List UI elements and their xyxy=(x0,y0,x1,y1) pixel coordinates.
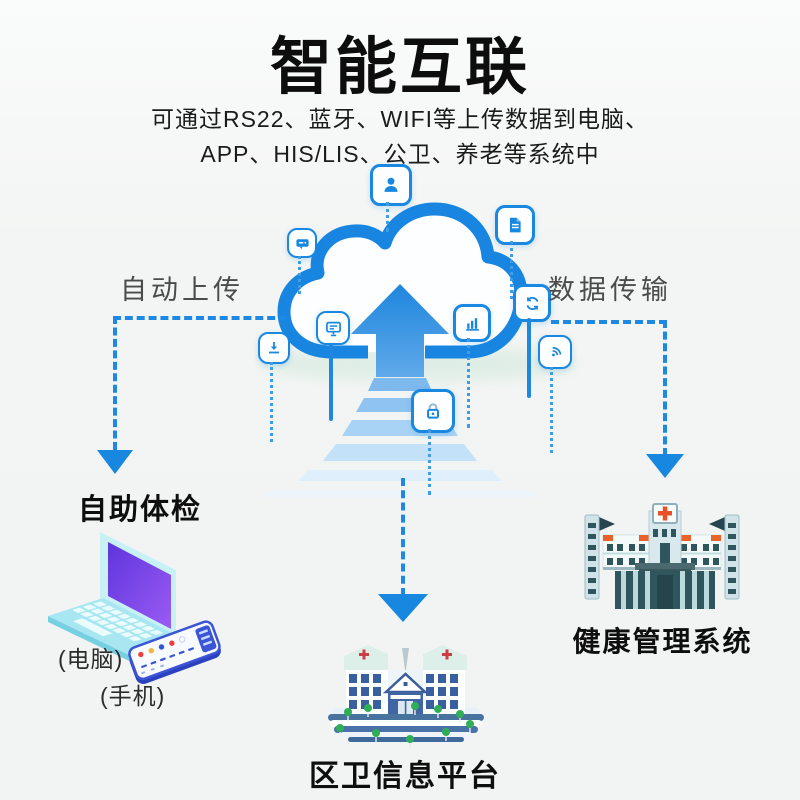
right-branch-line-v xyxy=(663,320,667,456)
district-platform-building xyxy=(328,645,484,748)
health-system-building xyxy=(584,503,740,609)
left-branch-label: 自动上传 xyxy=(120,275,244,305)
connector-bar-chart xyxy=(467,338,470,428)
wifi-signal-icon xyxy=(538,335,572,369)
computer-label: (电脑) xyxy=(58,646,124,672)
right-branch-label: 数据传输 xyxy=(548,275,672,305)
center-branch-line-v xyxy=(401,478,405,596)
right-branch-line-h xyxy=(551,320,667,324)
connector-user xyxy=(386,202,389,232)
endpoint-district-platform-title: 区卫信息平台 xyxy=(309,760,501,793)
left-branch-line-h xyxy=(113,316,287,320)
connector-sync xyxy=(527,318,531,398)
chat-message-icon xyxy=(287,228,317,258)
laptop-base-edge xyxy=(48,616,148,670)
lock-icon xyxy=(411,389,455,433)
user-icon xyxy=(370,164,412,206)
hospital-base xyxy=(615,563,715,609)
connector-wifi xyxy=(550,367,553,453)
cloud-stairs xyxy=(262,378,538,497)
subtitle-line-1: 可通过RS22、蓝牙、WIFI等上传数据到电脑、 xyxy=(150,106,650,132)
left-branch-arrowhead xyxy=(97,450,133,474)
building-trees xyxy=(336,702,474,748)
hospital-pylons xyxy=(584,514,740,600)
hospital-tower xyxy=(648,503,682,572)
connector-screen xyxy=(329,343,333,421)
phone-illustration xyxy=(128,620,221,684)
connector-chat xyxy=(298,256,301,294)
laptop-keys xyxy=(72,601,163,642)
download-icon xyxy=(258,332,290,364)
endpoint-health-system-title: 健康管理系统 xyxy=(572,626,753,657)
connector-lock xyxy=(428,429,431,495)
page-title: 智能互联 xyxy=(269,33,530,102)
left-branch-line-v xyxy=(113,316,117,450)
center-branch-arrowhead xyxy=(378,594,428,622)
sync-icon xyxy=(513,284,551,322)
subtitle-line-2: APP、HIS/LIS、公卫、养老等系统中 xyxy=(200,141,600,167)
connector-download xyxy=(270,362,273,442)
phone-label: (手机) xyxy=(100,683,166,709)
presentation-screen-icon xyxy=(316,311,350,345)
connector-document xyxy=(510,241,513,299)
document-icon xyxy=(495,205,535,245)
endpoint-self-service-title: 自助体检 xyxy=(78,494,203,526)
bar-chart-icon xyxy=(453,304,491,342)
upload-arrow xyxy=(351,284,449,377)
right-branch-arrowhead xyxy=(646,454,684,478)
laptop-screen xyxy=(108,542,171,629)
